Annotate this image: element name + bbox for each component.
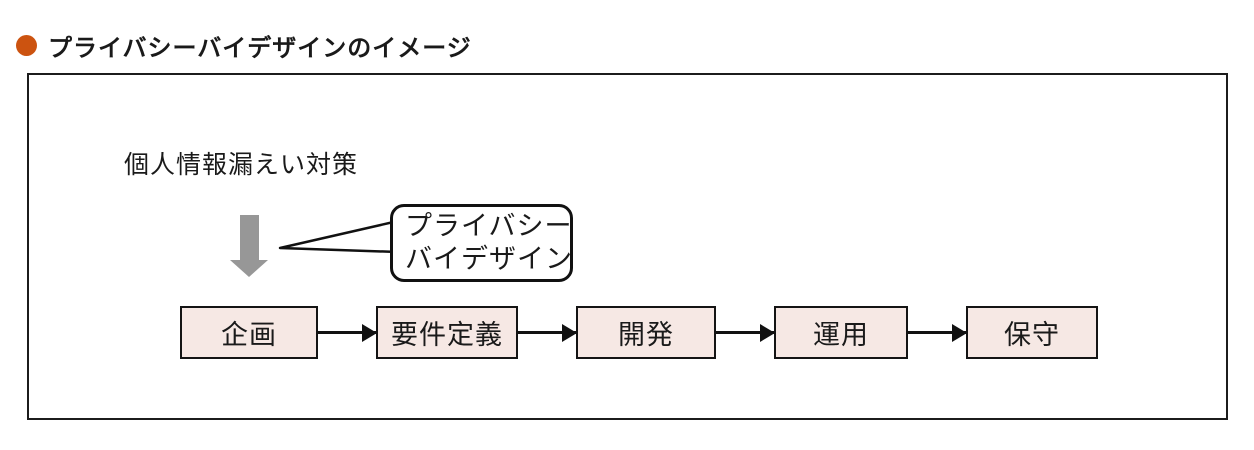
callout-bubble: プライバシー バイデザイン	[390, 204, 573, 282]
bullet-icon	[16, 35, 37, 56]
countermeasure-label: 個人情報漏えい対策	[124, 151, 359, 179]
callout-tail	[278, 219, 400, 254]
diagram-canvas: 個人情報漏えい対策 プライバシー バイデザイン 企画 要件定義 開発 運用 保守	[27, 73, 1228, 420]
down-arrow-icon	[230, 215, 268, 278]
stage-box-development: 開発	[576, 306, 716, 359]
stage-box-maintenance: 保守	[966, 306, 1098, 359]
process-flow: 企画 要件定義 開発 運用 保守	[180, 306, 1098, 359]
stage-box-planning: 企画	[180, 306, 318, 359]
callout-line-1: プライバシー	[405, 211, 573, 241]
flow-arrow-icon	[518, 331, 576, 334]
flow-arrow-icon	[908, 331, 966, 334]
flow-arrow-icon	[716, 331, 774, 334]
stage-box-requirements: 要件定義	[376, 306, 518, 359]
callout-line-2: バイデザイン	[405, 244, 573, 274]
section-title: プライバシーバイデザインのイメージ	[48, 35, 472, 62]
down-arrow-shaft	[240, 215, 259, 261]
down-arrow-head	[230, 260, 268, 277]
stage-box-operation: 運用	[774, 306, 908, 359]
flow-arrow-icon	[318, 331, 376, 334]
section-header: プライバシーバイデザインのイメージ	[16, 28, 472, 63]
